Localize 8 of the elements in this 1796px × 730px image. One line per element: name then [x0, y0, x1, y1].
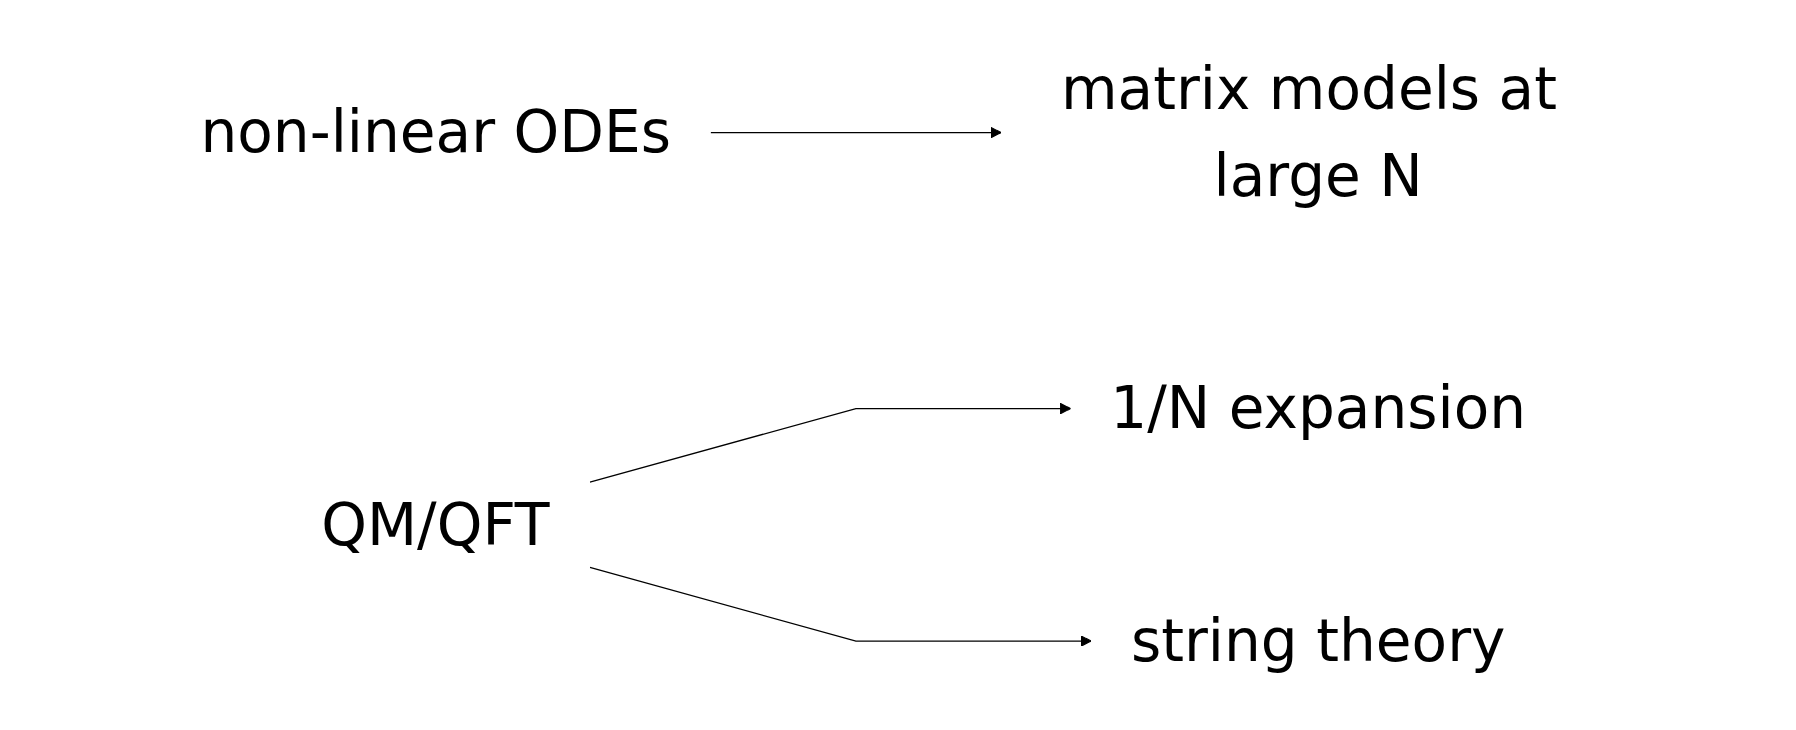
node-text: non-linear ODEs	[200, 98, 672, 166]
node-text: string theory	[1130, 606, 1506, 675]
arrow	[589, 566, 1092, 647]
node-text: 1/N expansion	[1110, 374, 1527, 442]
node-text: QM/QFT	[321, 490, 551, 558]
arrow	[709, 126, 1002, 139]
arrow	[589, 402, 1072, 483]
node-text: matrix models at large N	[1060, 54, 1557, 210]
